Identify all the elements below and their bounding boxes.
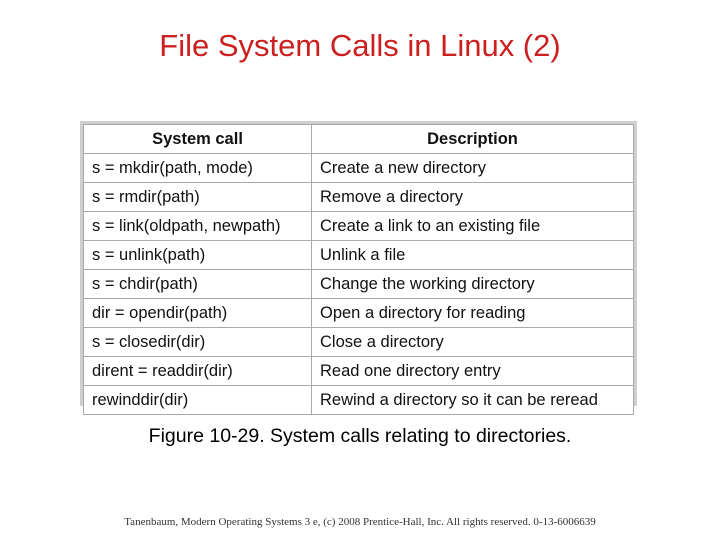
system-call-cell: s = closedir(dir) <box>83 327 312 357</box>
table-row: rewinddir(dir) Rewind a directory so it … <box>83 385 634 415</box>
copyright-footer: Tanenbaum, Modern Operating Systems 3 e,… <box>124 516 596 528</box>
description-cell: Create a link to an existing file <box>311 211 634 241</box>
description-cell: Create a new directory <box>311 153 634 183</box>
description-cell: Change the working directory <box>311 269 634 299</box>
system-call-cell: s = chdir(path) <box>83 269 312 299</box>
system-call-cell: dirent = readdir(dir) <box>83 356 312 386</box>
description-cell: Read one directory entry <box>311 356 634 386</box>
header-description: Description <box>311 124 634 154</box>
description-cell: Unlink a file <box>311 240 634 270</box>
system-calls-table: System call Description s = mkdir(path, … <box>83 124 634 415</box>
table-row: s = closedir(dir) Close a directory <box>83 327 634 357</box>
table-row: s = link(oldpath, newpath) Create a link… <box>83 211 634 241</box>
system-call-cell: s = mkdir(path, mode) <box>83 153 312 183</box>
table-row: s = mkdir(path, mode) Create a new direc… <box>83 153 634 183</box>
table-row: s = chdir(path) Change the working direc… <box>83 269 634 299</box>
table-row: s = unlink(path) Unlink a file <box>83 240 634 270</box>
system-call-cell: s = rmdir(path) <box>83 182 312 212</box>
description-cell: Open a directory for reading <box>311 298 634 328</box>
slide-title: File System Calls in Linux (2) <box>159 28 561 63</box>
system-call-cell: dir = opendir(path) <box>83 298 312 328</box>
system-call-cell: s = link(oldpath, newpath) <box>83 211 312 241</box>
figure-caption: Figure 10-29. System calls relating to d… <box>148 425 572 447</box>
table-row: dirent = readdir(dir) Read one directory… <box>83 356 634 386</box>
table-frame: System call Description s = mkdir(path, … <box>80 121 637 415</box>
table-row: dir = opendir(path) Open a directory for… <box>83 298 634 328</box>
description-cell: Remove a directory <box>311 182 634 212</box>
header-system-call: System call <box>83 124 312 154</box>
table-row: s = rmdir(path) Remove a directory <box>83 182 634 212</box>
description-cell: Close a directory <box>311 327 634 357</box>
system-call-cell: s = unlink(path) <box>83 240 312 270</box>
table-header-row: System call Description <box>83 124 634 154</box>
system-call-cell: rewinddir(dir) <box>83 385 312 415</box>
description-cell: Rewind a directory so it can be reread <box>311 385 634 415</box>
